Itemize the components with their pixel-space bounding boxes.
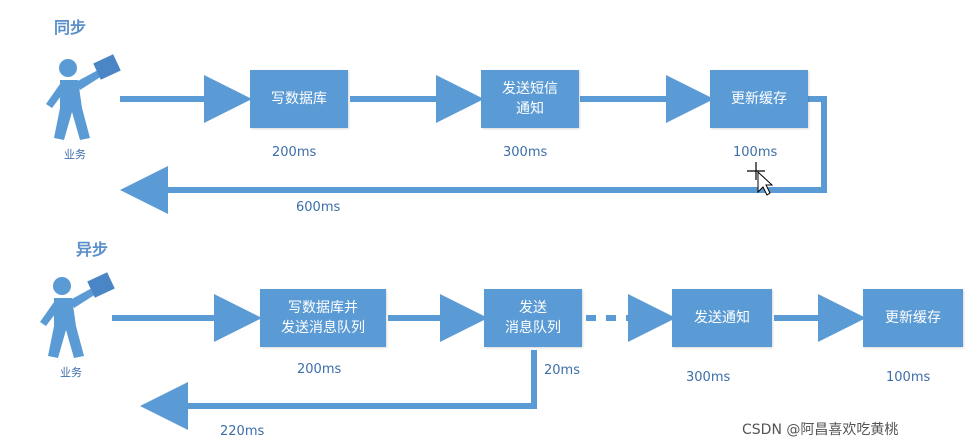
watermark: CSDN @阿昌喜欢吃黄桃 bbox=[742, 422, 899, 438]
sync-actor-caption: 业务 bbox=[64, 148, 86, 161]
sync-total-time: 600ms bbox=[296, 200, 341, 215]
arrow-sync-return bbox=[120, 96, 827, 214]
sync-step-write-db: 写数据库 bbox=[250, 70, 348, 128]
sync-step-send-sms-time: 300ms bbox=[503, 145, 548, 160]
arrow-async-return bbox=[140, 350, 537, 430]
sync-step-update-cache-time: 100ms bbox=[733, 145, 778, 160]
sync-step-send-sms: 发送短信 通知 bbox=[481, 70, 579, 128]
async-title: 异步 bbox=[76, 240, 109, 259]
async-total-time: 220ms bbox=[220, 424, 265, 439]
async-step-send-mq: 发送 消息队列 bbox=[484, 289, 582, 347]
async-step-send-mq-time: 20ms bbox=[544, 363, 580, 378]
async-actor-caption: 业务 bbox=[60, 366, 82, 379]
sync-step-update-cache: 更新缓存 bbox=[710, 70, 808, 128]
async-step-send-notify-time: 300ms bbox=[686, 370, 731, 385]
async-step-send-notify: 发送通知 bbox=[672, 289, 772, 347]
async-step-write-db-mq: 写数据库并 发送消息队列 bbox=[260, 289, 386, 347]
async-step-write-db-mq-time: 200ms bbox=[297, 362, 342, 377]
sync-title: 同步 bbox=[54, 18, 87, 37]
sync-actor-icon bbox=[46, 54, 121, 140]
async-step-update-cache-time: 100ms bbox=[886, 370, 931, 385]
async-step-update-cache: 更新缓存 bbox=[863, 289, 963, 347]
sync-step-write-db-time: 200ms bbox=[272, 145, 317, 160]
async-actor-icon bbox=[40, 272, 115, 358]
sync-arrows bbox=[120, 75, 827, 214]
async-arrows bbox=[112, 294, 866, 430]
